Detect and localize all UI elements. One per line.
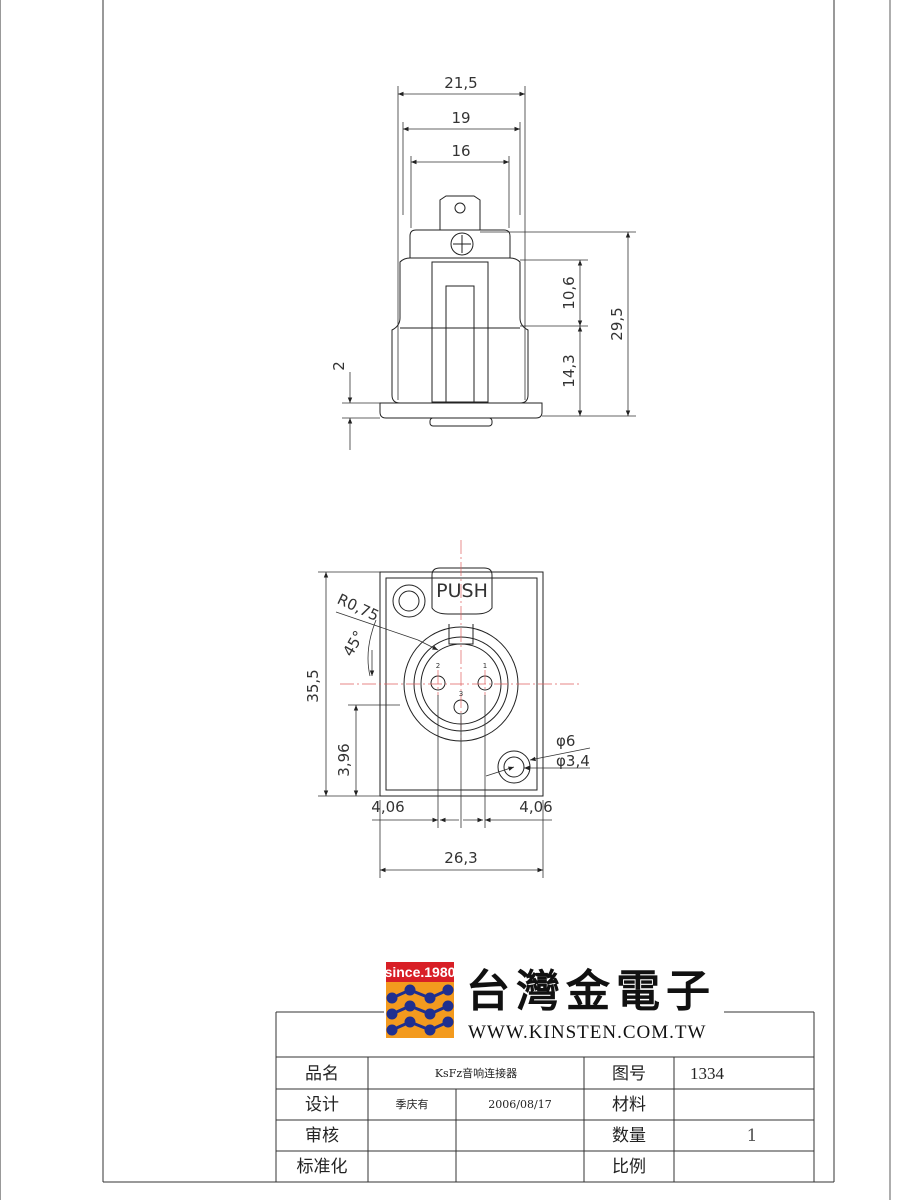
front-view-mount-hole-bottom bbox=[497, 750, 531, 784]
company-logo: since.1980 台灣金電子 WWW.KINSTEN.COM.TW bbox=[385, 962, 716, 1043]
logo-since-badge bbox=[386, 962, 454, 982]
dim-height: 35,5 bbox=[304, 669, 322, 702]
dim-hole-offset-right: 4,06 bbox=[519, 798, 552, 816]
front-view-push-tab bbox=[431, 567, 493, 615]
label-drawing-no: 图号 bbox=[612, 1064, 646, 1084]
dim-hole-inner: φ3,4 bbox=[556, 752, 590, 770]
side-view bbox=[379, 195, 543, 427]
side-view-flange bbox=[379, 402, 543, 419]
label-name: 品名 bbox=[305, 1064, 339, 1084]
front-view-center-lines bbox=[340, 540, 580, 740]
side-view-body bbox=[391, 257, 529, 404]
logo-company-name: 台灣金電子 bbox=[466, 966, 716, 1017]
value-date: 2006/08/17 bbox=[488, 1098, 551, 1111]
push-label: PUSH bbox=[436, 580, 488, 602]
front-view-mount-hole-top bbox=[392, 584, 426, 618]
side-view-screw bbox=[450, 232, 474, 256]
dim-height-upper: 10,6 bbox=[560, 276, 578, 309]
pin-2-label: 2 bbox=[436, 662, 440, 670]
front-view-labels: PUSH 2 1 3 R0,75 45° 35,5 3,96 4,06 4,06… bbox=[304, 580, 590, 867]
title-block bbox=[275, 1011, 815, 1182]
dim-hole-offset-v: 3,96 bbox=[335, 743, 353, 776]
label-review: 审核 bbox=[305, 1126, 339, 1146]
side-view-cap bbox=[409, 229, 511, 258]
front-view bbox=[379, 567, 544, 797]
side-view-dimension-labels: 21,5 19 16 29,5 10,6 14,3 2 bbox=[330, 74, 626, 388]
logo-url: WWW.KINSTEN.COM.TW bbox=[468, 1022, 706, 1043]
sheet-frame bbox=[0, 0, 891, 1200]
dim-width-inner: 16 bbox=[451, 142, 470, 160]
dim-angle: 45° bbox=[339, 627, 368, 659]
label-standard: 标准化 bbox=[297, 1157, 348, 1177]
dim-hole-outer: φ6 bbox=[556, 732, 575, 750]
dim-height-total: 29,5 bbox=[608, 307, 626, 340]
dim-hole-offset-left: 4,06 bbox=[371, 798, 404, 816]
label-quantity: 数量 bbox=[612, 1126, 646, 1146]
dim-height-lower: 14,3 bbox=[560, 354, 578, 387]
value-quantity: 1 bbox=[747, 1126, 758, 1146]
dim-width-mid: 19 bbox=[451, 109, 470, 127]
label-material: 材料 bbox=[612, 1095, 646, 1115]
pin-1-label: 1 bbox=[483, 662, 487, 670]
logo-since: since.1980 bbox=[385, 964, 456, 980]
value-designer: 季庆有 bbox=[396, 1097, 429, 1111]
side-view-latch-slot bbox=[431, 261, 489, 403]
side-view-terminal bbox=[439, 195, 481, 230]
value-name: KsFz音响连接器 bbox=[435, 1066, 517, 1080]
front-view-dimensions bbox=[318, 571, 591, 878]
dim-width: 26,3 bbox=[444, 849, 477, 867]
value-drawing-no: 1334 bbox=[690, 1064, 725, 1083]
dim-width-outer: 21,5 bbox=[444, 74, 477, 92]
dim-flange: 2 bbox=[330, 361, 348, 371]
label-scale: 比例 bbox=[612, 1157, 646, 1177]
title-block-text: 品名 KsFz音响连接器 图号 1334 设计 季庆有 2006/08/17 材… bbox=[297, 1064, 758, 1177]
label-design: 设计 bbox=[305, 1095, 339, 1115]
side-view-dimensions bbox=[342, 86, 636, 450]
pin-3-label: 3 bbox=[459, 690, 463, 698]
